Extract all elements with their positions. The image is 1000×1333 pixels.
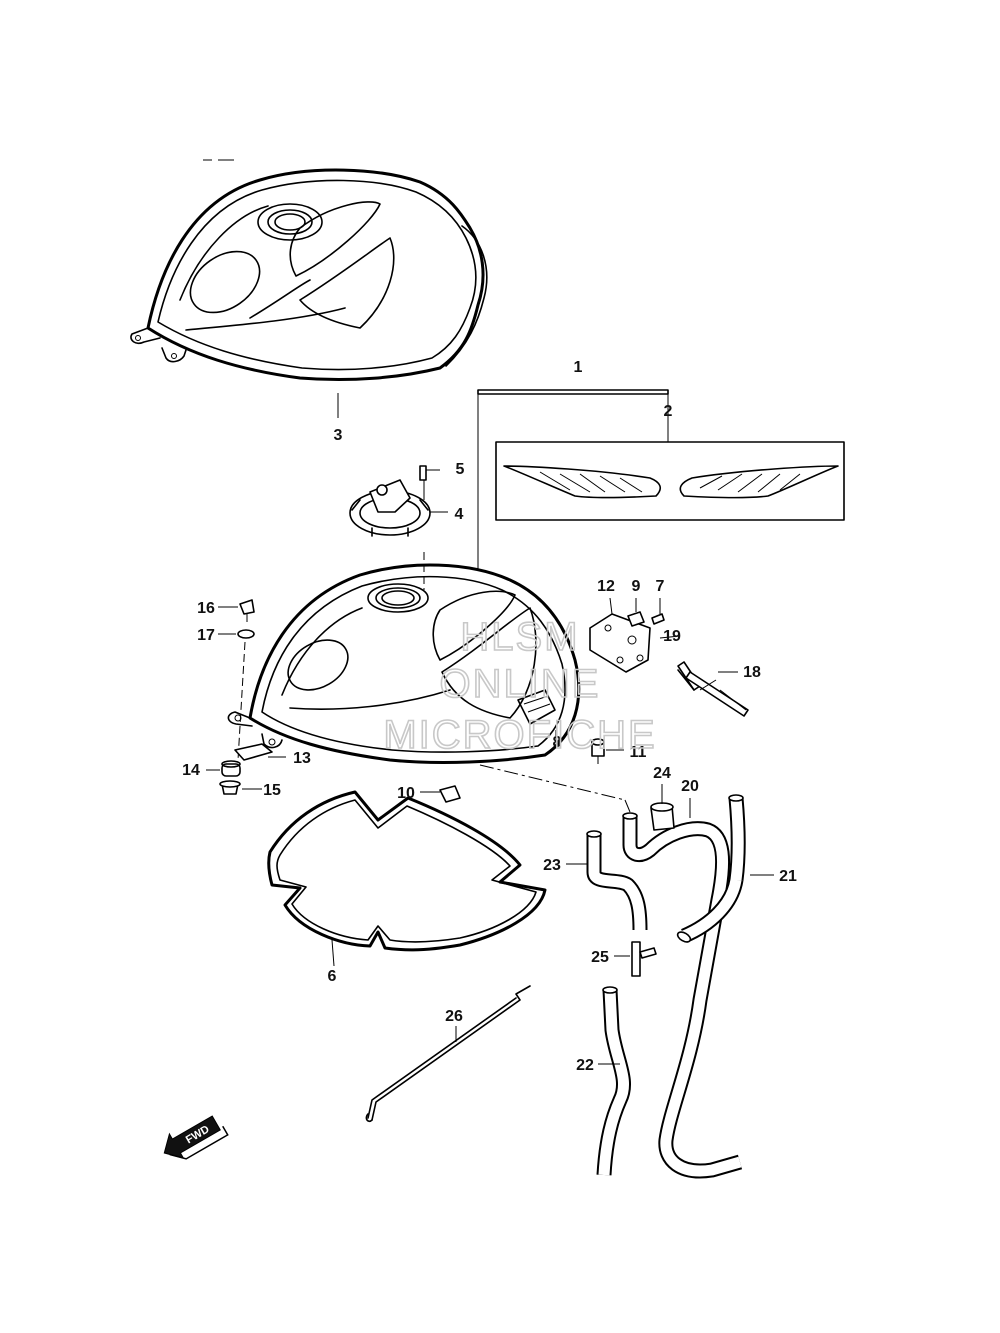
watermark-line-2: ONLINE: [440, 662, 601, 706]
callout-19: 19: [663, 628, 681, 645]
callout-21: 21: [779, 868, 797, 885]
watermark-line-3: MICROFICHE: [383, 713, 656, 757]
callout-22: 22: [576, 1057, 594, 1074]
callout-3: 3: [334, 427, 343, 444]
callout-9: 9: [632, 578, 641, 595]
callout-26: 26: [445, 1008, 463, 1025]
callout-2: 2: [664, 403, 673, 420]
small-clips: [420, 730, 624, 803]
callout-23: 23: [543, 857, 561, 874]
callout-labels: 1 2 3 4 5 6 7 8 9 10 11 12 13 14 15 16 1…: [182, 359, 797, 1074]
callout-12: 12: [597, 578, 615, 595]
callout-14: 14: [182, 762, 200, 779]
callout-5: 5: [456, 461, 465, 478]
fuel-cap-assembly: [349, 465, 448, 590]
fuel-tank-part: [227, 555, 631, 813]
callout-10: 10: [397, 785, 415, 802]
callout-11: 11: [630, 744, 647, 761]
watermark-line-1: HLSM: [460, 615, 579, 659]
fuel-cock-fittings: [589, 597, 749, 717]
callout-25: 25: [591, 949, 609, 966]
callout-1: 1: [574, 359, 583, 376]
callout-15: 15: [263, 782, 281, 799]
callout-17: 17: [197, 627, 215, 644]
callout-20: 20: [681, 778, 699, 795]
tank-cover-part: [130, 168, 488, 418]
callout-7: 7: [656, 578, 665, 595]
callout-18: 18: [743, 664, 761, 681]
fwd-arrow-icon: FWD: [163, 1115, 229, 1160]
callout-6: 6: [328, 968, 337, 985]
tank-mount-hardware: [206, 599, 286, 795]
callout-8: 8: [553, 734, 562, 751]
hose-assembly: [365, 784, 774, 1179]
knee-pad-set: [477, 389, 845, 555]
callout-24: 24: [653, 765, 671, 782]
callout-16: 16: [197, 600, 215, 617]
callout-4: 4: [455, 506, 464, 523]
callout-13: 13: [293, 750, 311, 767]
watermark: HLSM ONLINE MICROFICHE: [383, 614, 656, 758]
tank-gasket: [267, 790, 547, 967]
